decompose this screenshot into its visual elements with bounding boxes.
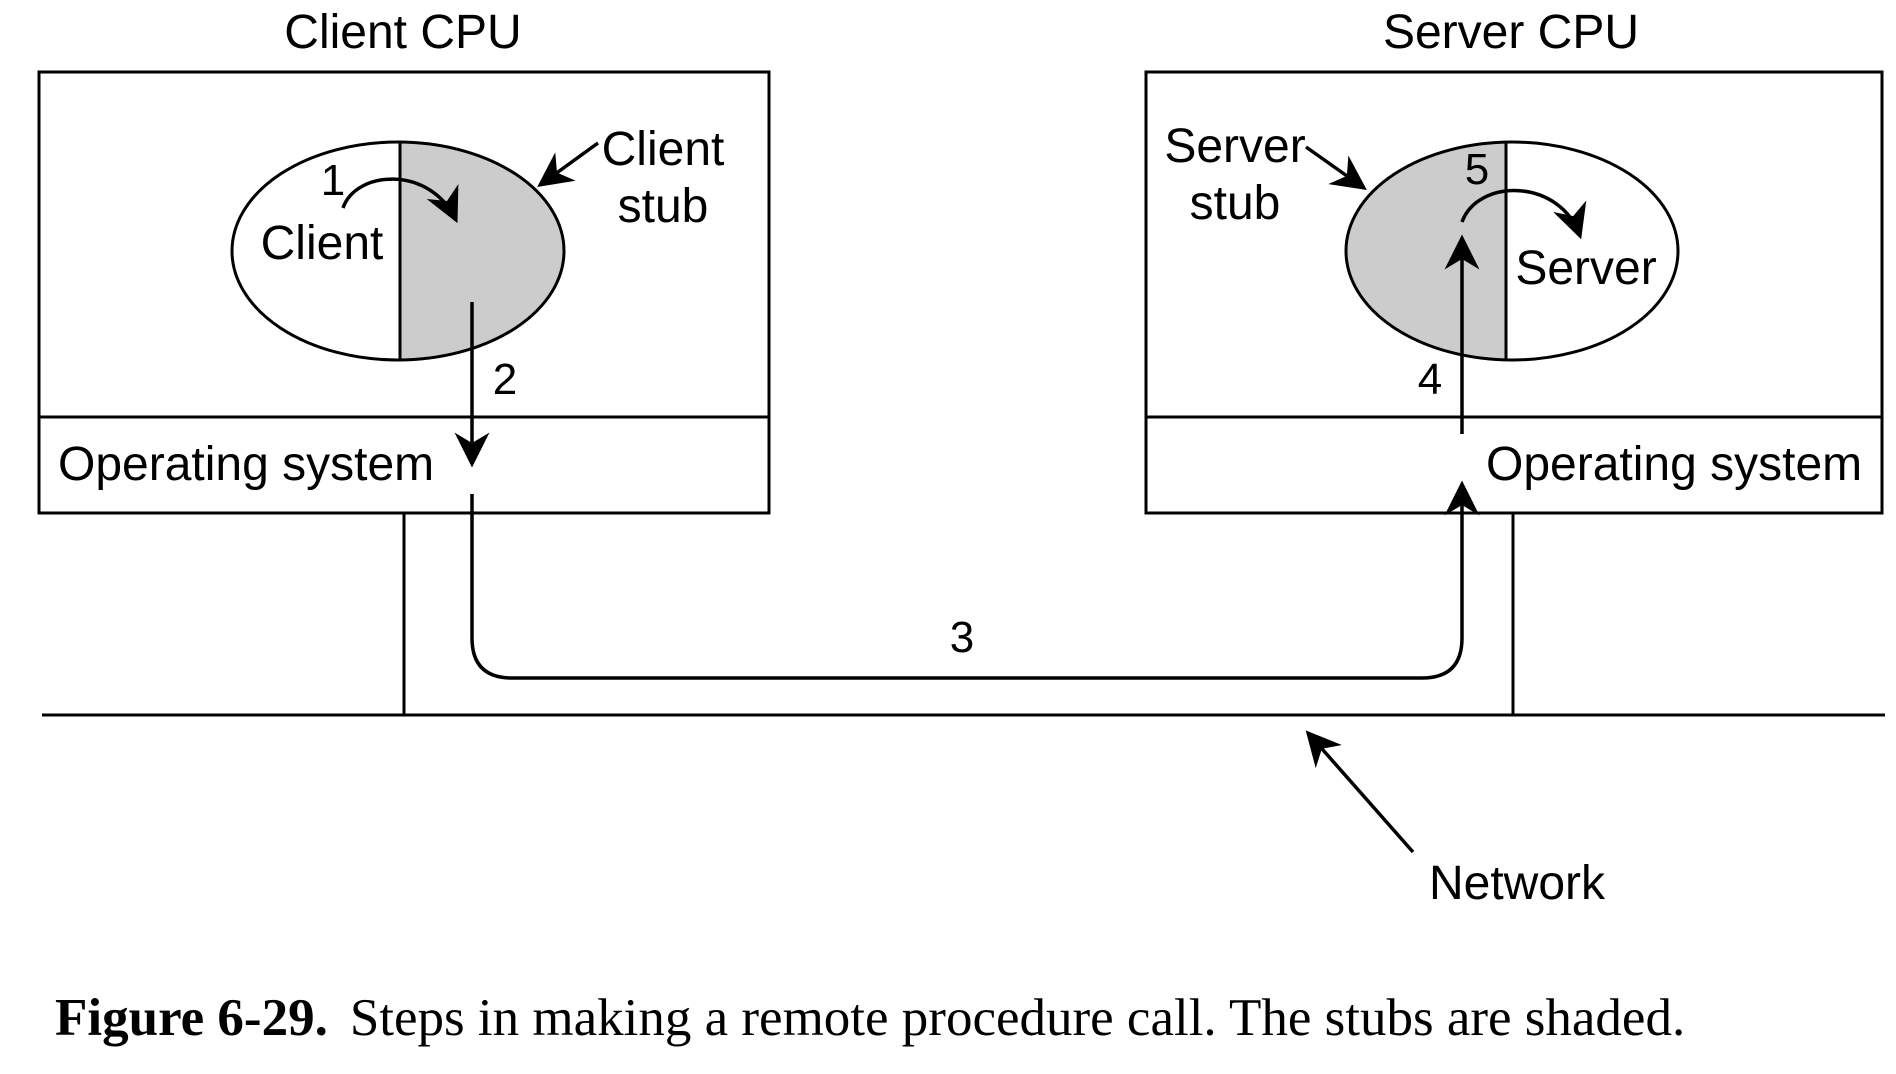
caption-text: Steps in making a remote procedure call.… bbox=[349, 989, 1686, 1047]
client-label: Client bbox=[261, 217, 384, 270]
server-stub-pointer bbox=[1304, 145, 1367, 191]
step-3-label: 3 bbox=[950, 613, 974, 662]
server-process-ellipse bbox=[1344, 140, 1680, 362]
step-2-label: 2 bbox=[493, 355, 517, 404]
server-os-label: Operating system bbox=[1486, 438, 1862, 491]
step-5-arrow bbox=[1460, 189, 1587, 240]
figure-caption: Figure 6-29. Steps in making a remote pro… bbox=[55, 988, 1685, 1048]
client-os-label: Operating system bbox=[58, 438, 434, 491]
step-1-label: 1 bbox=[321, 156, 345, 205]
step-5-label: 5 bbox=[1465, 145, 1489, 194]
server-cpu-title: Server CPU bbox=[1383, 6, 1639, 59]
client-process-ellipse bbox=[230, 140, 566, 362]
server-label: Server bbox=[1515, 242, 1656, 295]
step-1-arrow bbox=[341, 177, 459, 224]
client-stub-label-line2: stub bbox=[618, 180, 709, 233]
server-stub-label-line1: Server bbox=[1164, 120, 1305, 173]
client-cpu-title: Client CPU bbox=[284, 6, 521, 59]
figure-number: Figure 6-29. bbox=[55, 989, 328, 1047]
step-3-path bbox=[470, 480, 1480, 680]
client-stub-pointer bbox=[537, 141, 600, 188]
server-stub-label-line2: stub bbox=[1190, 177, 1281, 230]
client-stub-label-line1: Client bbox=[602, 123, 725, 176]
network-label: Network bbox=[1429, 857, 1606, 910]
network-pointer bbox=[1305, 730, 1415, 854]
client-stub-shading bbox=[400, 142, 564, 360]
step-4-label: 4 bbox=[1418, 355, 1442, 404]
